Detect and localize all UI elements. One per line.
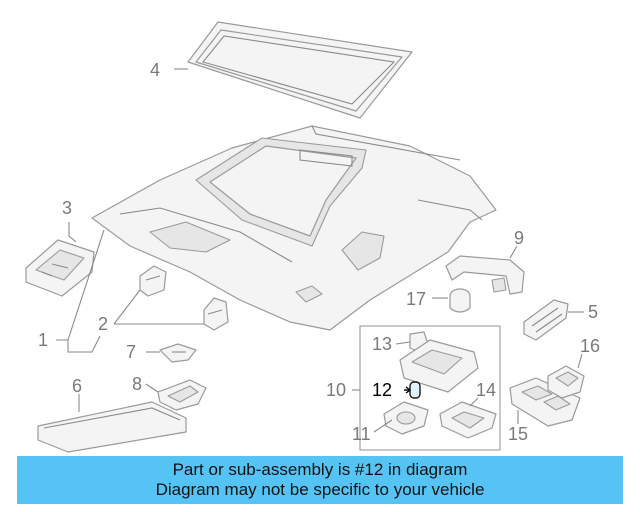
callout-7: 7: [126, 342, 136, 362]
callout-17: 17: [406, 289, 426, 309]
callout-11: 11: [352, 424, 371, 444]
headliner-panel: [91, 125, 497, 331]
callout-8: 8: [132, 374, 142, 394]
banner-line-disclaimer: Diagram may not be specific to your vehi…: [155, 480, 485, 499]
banner-line-part: Part or sub-assembly is #12 in diagram: [172, 460, 468, 479]
part-9-grab-handle: [445, 255, 525, 295]
part-5-bracket: [523, 299, 569, 341]
part-10-console-box: [359, 325, 501, 451]
part-3-dome-lamp: [25, 239, 95, 297]
part-16-switch: [547, 365, 585, 399]
part-2-clip-upper: [139, 265, 167, 297]
callout-4: 4: [150, 60, 160, 80]
callout-5: 5: [588, 302, 598, 322]
callout-16: 16: [580, 336, 600, 356]
callout-1: 1: [38, 330, 48, 350]
part-6-sun-visor: [37, 401, 187, 453]
callout-10: 10: [326, 380, 346, 400]
callout-9: 9: [514, 228, 524, 248]
callout-15: 15: [508, 424, 528, 444]
parts-diagram: 4 3 1 2 7 8 6 9 17 5 13 16 10 12 14 11 1…: [25, 21, 600, 453]
callout-labels: 4 3 1 2 7 8 6 9 17 5 13 16 10 12 14 11 1…: [38, 60, 600, 444]
part-8-cover: [157, 379, 207, 411]
callout-12: 12: [372, 380, 392, 400]
callout-6: 6: [72, 376, 82, 396]
callout-3: 3: [62, 198, 72, 218]
part-14-lens: [439, 401, 497, 439]
part-17-plug: [449, 288, 471, 313]
overhead-console-housing: [399, 339, 479, 393]
callout-14: 14: [476, 380, 496, 400]
callout-13: 13: [372, 334, 392, 354]
callout-2: 2: [98, 314, 108, 334]
part-12-bulb: [404, 381, 421, 399]
part-2-clip-lower: [203, 297, 229, 331]
part-7-coat-hook: [159, 343, 197, 363]
part-4-sunroof-seal: [187, 21, 413, 119]
part-11-lens: [383, 401, 429, 435]
info-banner: Part or sub-assembly is #12 in diagram D…: [17, 456, 623, 504]
part-15-switch-panel: [509, 377, 581, 427]
leader-lines: [56, 68, 584, 433]
